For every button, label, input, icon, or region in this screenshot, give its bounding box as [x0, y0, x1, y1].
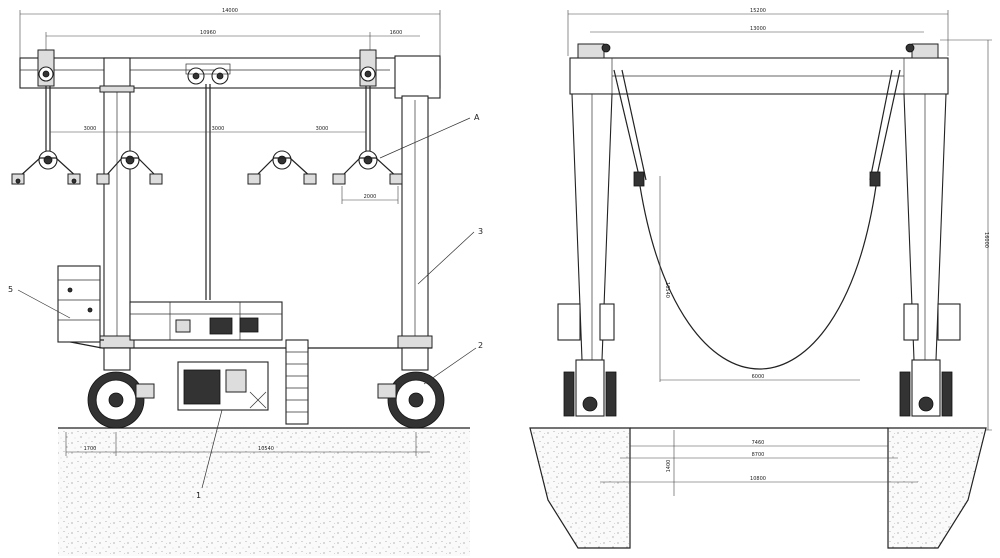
rv-winch-left [577, 43, 605, 59]
machinery-frame [129, 301, 283, 341]
dim-base-c: 10800 [750, 476, 766, 482]
access-stairs [285, 339, 309, 425]
label-3: 3 [478, 227, 483, 236]
dim-sling-width: 6000 [752, 374, 765, 380]
rv-lifting-sling [639, 185, 877, 370]
left-ground [58, 428, 470, 556]
dim-base-left: 1700 [84, 446, 97, 452]
label-2: 2 [478, 341, 483, 350]
dim-spreader-width: 2000 [364, 194, 377, 200]
dim-base-main: 10540 [258, 446, 274, 452]
dim-spreader-3: 3000 [316, 126, 329, 132]
label-1: 1 [196, 491, 201, 500]
dim-sling-depth: 10540 [664, 282, 670, 298]
rv-right-foundation [888, 428, 986, 548]
side-panel [57, 265, 101, 343]
hydraulic-pump [209, 317, 233, 335]
rv-winch-right [911, 43, 939, 59]
left-wheel [87, 347, 155, 429]
label-5: 5 [8, 285, 13, 294]
dim-beam-span: 10960 [200, 30, 216, 36]
dim-overall-width: 14000 [222, 8, 238, 14]
right-elevation-view: 15200 13000 16000 [529, 8, 992, 549]
lower-frame [59, 339, 432, 349]
trolley-center [185, 63, 231, 85]
dim-height: 16000 [983, 232, 989, 248]
rv-left-foundation [530, 428, 630, 548]
trolley-right [359, 49, 377, 87]
dim-end-offset: 1600 [390, 30, 403, 36]
spreader-3 [247, 150, 317, 185]
right-wheel [377, 347, 445, 429]
dim-base-a: 7460 [752, 440, 765, 446]
spreader-4 [332, 150, 403, 185]
trolley-left [37, 49, 55, 87]
dim-spreader-2: 3000 [212, 126, 225, 132]
spreader-2 [96, 150, 163, 185]
dim-base-b: 8700 [752, 452, 765, 458]
dim-inner-width: 13000 [750, 26, 766, 32]
dim-base-h: 1400 [666, 460, 672, 473]
left-elevation-view: 14000 10960 1600 [8, 8, 483, 556]
spreader-1 [11, 150, 81, 185]
dim-spreader-1: 3000 [84, 126, 97, 132]
dim-top-width: 15200 [750, 8, 766, 14]
label-a: A [474, 113, 480, 122]
rv-left-bogie [563, 359, 617, 417]
diesel-engine [183, 369, 221, 405]
rv-right-bogie [899, 359, 953, 417]
beam-end-block [394, 55, 441, 99]
